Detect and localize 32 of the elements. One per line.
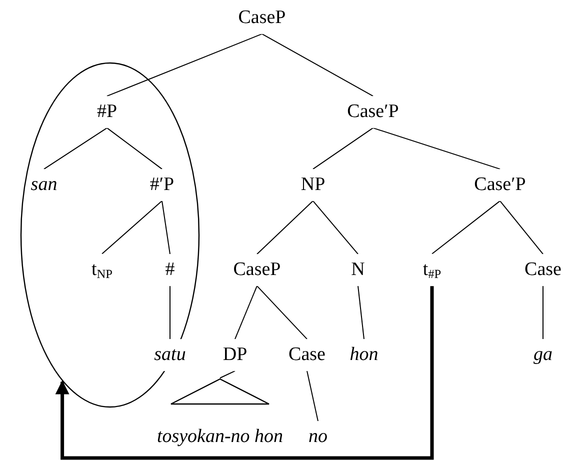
tree-node-label: #′P [148, 169, 176, 201]
tree-node-label: DP [222, 339, 248, 371]
tree-node-label: N [350, 254, 366, 286]
tree-branch [306, 370, 318, 422]
tree-branch [44, 127, 108, 170]
tree-branch [500, 200, 544, 255]
tree-branch [102, 200, 162, 254]
tree-branch [220, 370, 236, 378]
tree-branch [162, 200, 170, 255]
tree-branch [358, 285, 364, 340]
tree-branch [542, 285, 544, 340]
tree-branch [262, 33, 374, 97]
tree-branch [256, 285, 308, 340]
tree-node-label: # [164, 254, 176, 286]
tree-branch [106, 33, 262, 97]
tree-node-label: #P [96, 96, 118, 128]
tree-node-label: Case [524, 254, 562, 286]
tree-branch [372, 127, 500, 170]
movement-arrow [55, 286, 434, 460]
tree-branch [312, 200, 358, 255]
tree-branch [106, 127, 162, 170]
tree-node-label: CaseP [232, 254, 282, 286]
tree-branch [234, 285, 258, 340]
tree-node-label: Case [288, 339, 326, 371]
tree-node-label: Case′P [473, 169, 527, 201]
tree-node-label: Case′P [346, 96, 400, 128]
tree-node-label: NP [300, 169, 326, 201]
tree-branch [312, 127, 374, 170]
tree-branch [432, 200, 500, 254]
tree-branch [256, 200, 314, 255]
tree-node-label: satu [153, 339, 187, 371]
leaf-text: tosyokan-no hon [156, 426, 284, 448]
